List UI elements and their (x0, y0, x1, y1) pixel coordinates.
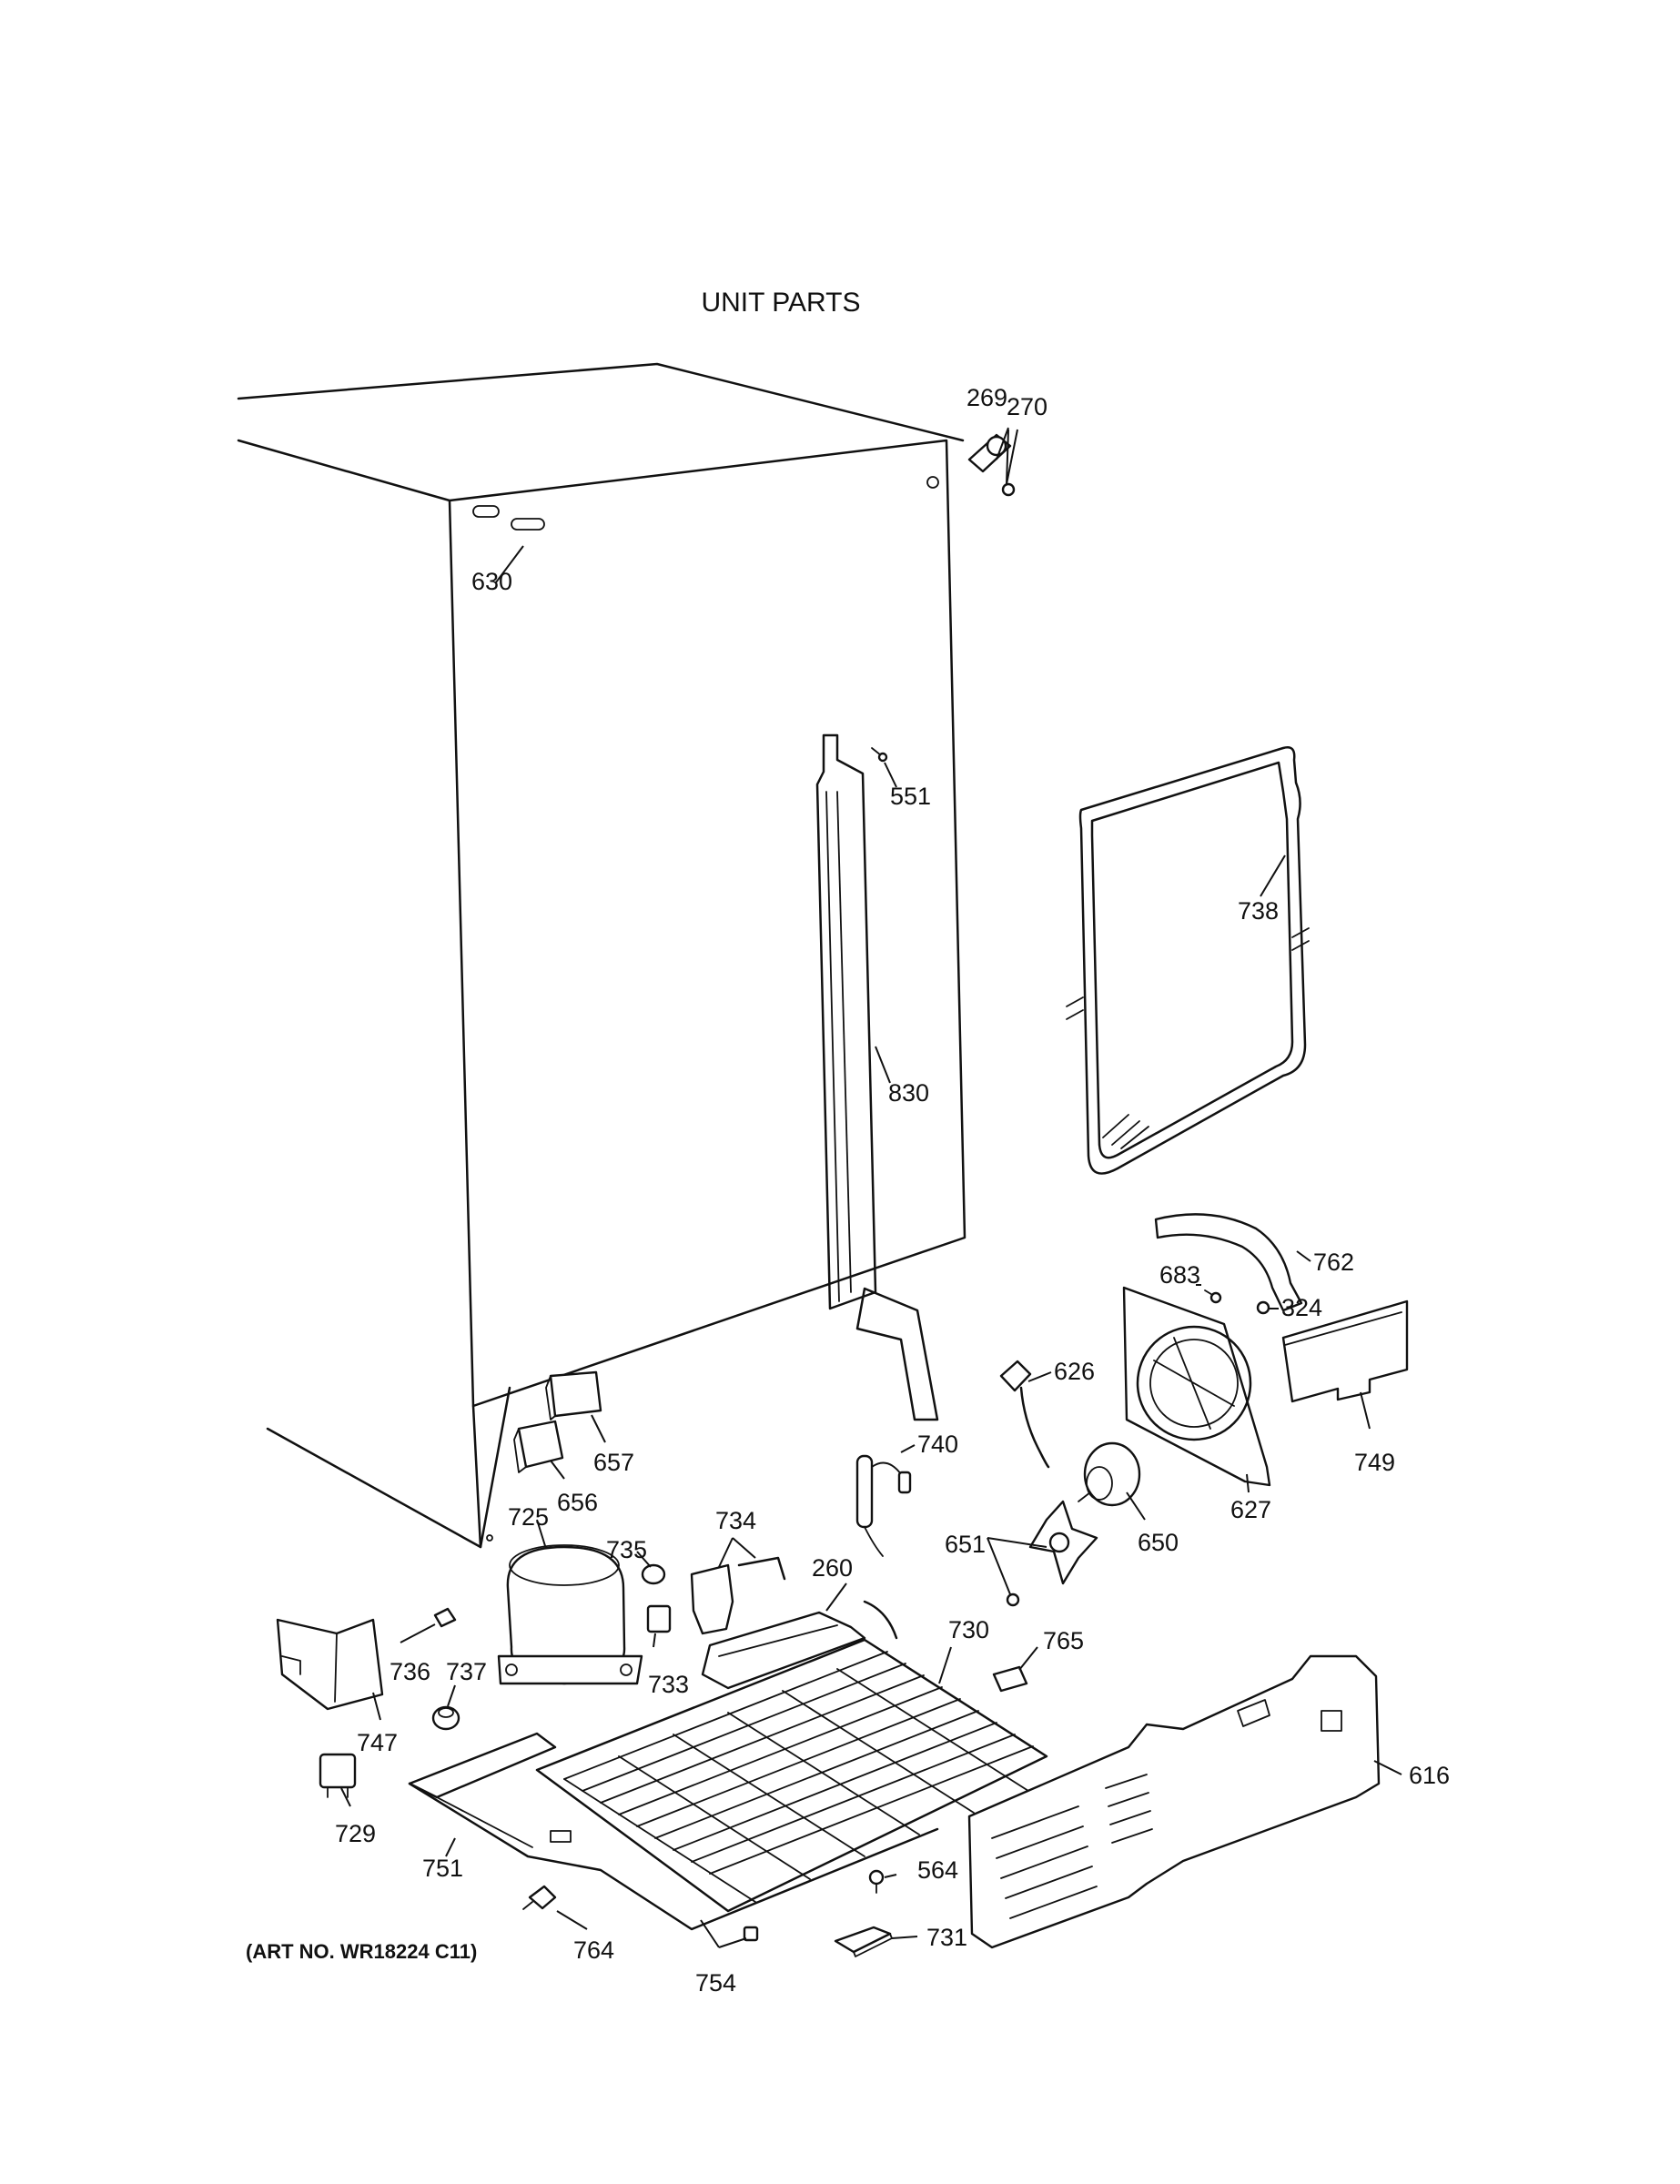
part-738-condenser-loop (1066, 746, 1310, 1175)
part-651-fan-blade (1006, 1500, 1098, 1607)
callout-733: 733 (648, 1671, 689, 1698)
part-729-relay-box (319, 1753, 357, 1798)
leader-lines (340, 427, 1402, 1948)
part-730-condenser-coil (535, 1600, 1048, 1913)
callout-626: 626 (1054, 1358, 1095, 1385)
part-754-grommet (743, 1926, 759, 1942)
callout-260: 260 (812, 1554, 853, 1582)
callout-551: 551 (890, 783, 931, 810)
part-747-cover (276, 1618, 384, 1711)
callout-324: 324 (1281, 1294, 1322, 1321)
callout-736: 736 (390, 1658, 430, 1685)
callout-749: 749 (1354, 1449, 1395, 1476)
refrigerator-cabinet (237, 362, 967, 1549)
callout-657: 657 (593, 1449, 634, 1476)
callout-738: 738 (1238, 897, 1279, 925)
callout-650: 650 (1138, 1529, 1179, 1556)
part-737-foot (431, 1705, 460, 1731)
part-830-mullion (815, 733, 877, 1310)
callout-270: 270 (1007, 393, 1047, 420)
callout-564: 564 (917, 1856, 958, 1884)
part-762-strip (1154, 1213, 1303, 1312)
callout-764: 764 (573, 1936, 614, 1964)
art-number: (ART NO. WR18224 C11) (246, 1940, 477, 1963)
diagram-title: UNIT PARTS (701, 288, 860, 318)
part-564-screw (868, 1869, 885, 1894)
part-616-rear-cover (967, 1654, 1381, 1949)
callout-725: 725 (508, 1503, 549, 1531)
callout-labels: 269 270 630 551 738 830 762 683 324 626 … (335, 384, 1450, 1997)
part-740-harness (855, 1454, 912, 1557)
part-324-screw (1256, 1300, 1270, 1315)
callout-651: 651 (945, 1531, 986, 1558)
part-657-bracket (545, 1370, 602, 1421)
part-731-bracket (834, 1926, 893, 1957)
part-751-base-plate (408, 1732, 939, 1931)
part-733-relay (646, 1604, 672, 1633)
callout-630: 630 (471, 568, 512, 595)
part-626-power-cord (999, 1360, 1050, 1469)
part-650-fan-motor (1078, 1441, 1141, 1507)
part-764-clip (522, 1885, 557, 1910)
part-269-bracket (967, 433, 1012, 473)
part-734-overload (690, 1556, 786, 1635)
part-749-panel (1281, 1299, 1409, 1403)
callout-751: 751 (422, 1855, 463, 1882)
part-270-screw (1001, 482, 1016, 497)
callout-730: 730 (948, 1616, 989, 1643)
callout-737: 737 (446, 1658, 487, 1685)
callout-616: 616 (1409, 1762, 1450, 1789)
callout-754: 754 (695, 1969, 736, 1997)
part-765-clip (992, 1665, 1028, 1693)
part-551-screw (871, 747, 888, 763)
part-725-compressor (497, 1544, 643, 1685)
callout-735: 735 (606, 1536, 647, 1563)
part-627-fan-shroud (1122, 1286, 1271, 1487)
callout-731: 731 (926, 1924, 967, 1951)
callout-762: 762 (1313, 1249, 1354, 1276)
callout-765: 765 (1043, 1627, 1084, 1654)
callout-656: 656 (557, 1489, 598, 1516)
callout-627: 627 (1230, 1496, 1271, 1523)
callout-269: 269 (967, 384, 1007, 411)
part-656-bracket (513, 1420, 564, 1473)
callout-747: 747 (357, 1729, 398, 1756)
part-683-screw (1204, 1289, 1222, 1304)
callout-830: 830 (888, 1079, 929, 1107)
callout-734: 734 (715, 1507, 756, 1534)
part-736-grommet (433, 1607, 457, 1628)
part-260-drain-pan (701, 1611, 866, 1690)
part-735-grommet (641, 1563, 666, 1585)
callout-729: 729 (335, 1820, 376, 1847)
callout-683: 683 (1159, 1261, 1200, 1289)
callout-740: 740 (917, 1431, 958, 1458)
